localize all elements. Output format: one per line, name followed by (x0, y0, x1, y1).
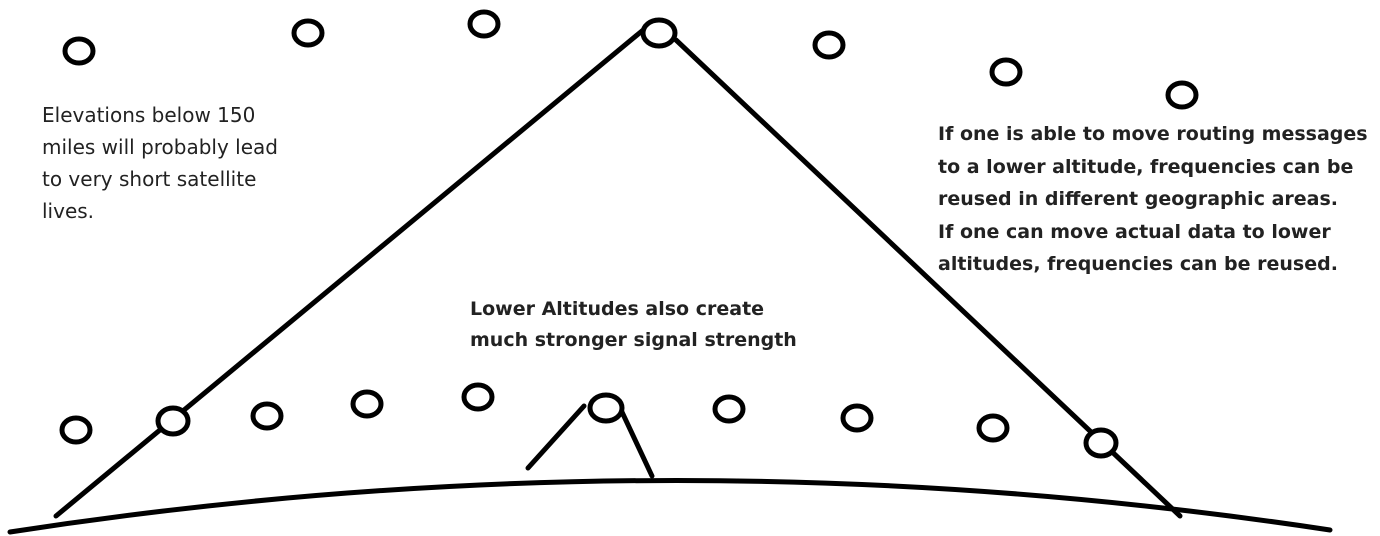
note-line: reused in different geographic areas. (938, 188, 1338, 210)
high-coverage-line-left (53, 23, 651, 519)
note-line: miles will probably lead (42, 135, 278, 159)
note-line: If one is able to move routing messages (938, 123, 1368, 145)
note-line: to a lower altitude, frequencies can be (938, 155, 1354, 178)
satellite-icon (350, 389, 384, 419)
satellite-icon (62, 36, 96, 66)
note-line: lives. (42, 199, 95, 223)
satellite-icon (155, 405, 191, 437)
satellite-icon (59, 415, 93, 445)
low-coverage-line-left (525, 403, 587, 471)
note-line: to very short satellite (42, 167, 257, 191)
satellite-icon (1165, 80, 1199, 110)
satellite-icon (712, 394, 746, 424)
satellite-icon (1083, 427, 1119, 459)
earth-surface-curve (7, 478, 1333, 535)
satellite-icon (250, 401, 284, 431)
note-line: If one can move actual data to lower (938, 220, 1331, 243)
satellite-icon (976, 413, 1010, 443)
satellite-icon (640, 17, 678, 49)
satellite-icon (989, 57, 1023, 87)
note-line: much stronger signal strength (470, 329, 797, 351)
low-altitude-satellites (59, 382, 1119, 459)
satellite-icon (461, 382, 495, 412)
satellite-icon (291, 18, 325, 48)
satellite-icon (587, 392, 625, 424)
satellite-icon (840, 403, 874, 433)
note-line: Lower Altitudes also create (470, 298, 765, 320)
note-line: Elevations below 150 (42, 103, 256, 127)
frequency-reuse-note: If one is able to move routing messages … (938, 118, 1368, 281)
elevation-note: Elevations below 150 miles will probably… (42, 99, 278, 227)
satellite-icon (467, 9, 501, 39)
satellite-icon (812, 30, 846, 60)
signal-strength-note: Lower Altitudes also create much stronge… (470, 294, 797, 356)
low-coverage-line-right (619, 409, 655, 479)
note-line: altitudes, frequencies can be reused. (938, 253, 1338, 275)
high-altitude-satellites (62, 9, 1199, 110)
